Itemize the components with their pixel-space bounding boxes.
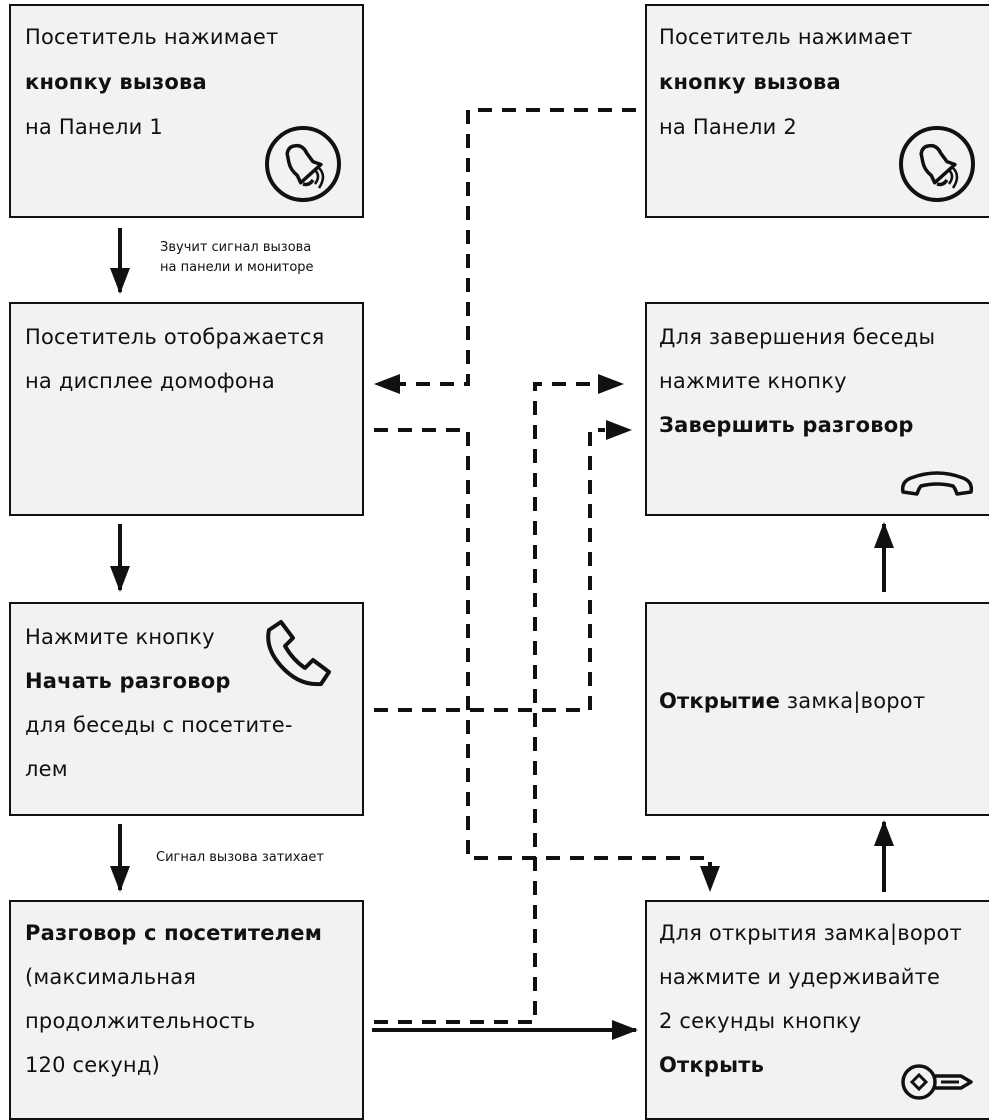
- display-line1: Посетитель отображается: [25, 325, 325, 349]
- opening-box: Открытие замка|ворот: [645, 602, 989, 816]
- dashed-panel2-to-display: [398, 108, 636, 386]
- bell-icon: [899, 126, 975, 202]
- panel1-call-box: Посетитель нажимает кнопку вызова на Пан…: [9, 4, 364, 218]
- start-line4: лем: [25, 757, 68, 781]
- key-icon: [901, 1064, 973, 1100]
- open-line3: 2 секунды кнопку: [659, 1009, 862, 1033]
- phone-handset-icon: [266, 620, 331, 687]
- hang-up-handset-icon: [900, 471, 974, 496]
- panel1-line3: на Панели 1: [25, 115, 163, 139]
- opening-bold: Открытие: [659, 689, 781, 713]
- talk-line2: (максимальная: [25, 965, 197, 989]
- ring-signal-note-line1: Звучит сигнал вызова: [160, 240, 312, 255]
- start-call-box: Нажмите кнопку Начать разговор для бесед…: [9, 602, 364, 816]
- panel2-line1: Посетитель нажимает: [659, 25, 913, 49]
- ring-signal-note-line2: на панели и мониторе: [160, 260, 314, 275]
- open-line1: Для открытия замка|ворот: [659, 921, 962, 945]
- talk-line3: продолжительность: [25, 1009, 256, 1033]
- signal-fade-note: Сигнал вызова затихает: [156, 850, 324, 865]
- opening-line: Открытие замка|ворот: [659, 680, 925, 722]
- talk-line4: 120 секунд): [25, 1053, 160, 1077]
- end-line1: Для завершения беседы: [659, 325, 936, 349]
- display-box: Посетитель отображается на дисплее домоф…: [9, 302, 364, 516]
- opening-rest: замка|ворот: [780, 689, 926, 713]
- open-line2: нажмите и удерживайте: [659, 965, 941, 989]
- talk-line1: Разговор с посетителем: [25, 921, 323, 945]
- dashed-display-to-open: [374, 428, 712, 870]
- open-lock-box: Для открытия замка|ворот нажмите и удерж…: [645, 900, 989, 1120]
- dashed-talk-to-end: [374, 382, 598, 1024]
- panel2-line3: на Панели 2: [659, 115, 797, 139]
- end-call-box: Для завершения беседы нажмите кнопку Зав…: [645, 302, 989, 516]
- arrowhead-end-2: [606, 420, 632, 440]
- arrowhead-display: [374, 374, 400, 394]
- bell-icon: [265, 126, 341, 202]
- talk-box: Разговор с посетителем (максимальная про…: [9, 900, 364, 1120]
- open-line4: Открыть: [659, 1053, 765, 1077]
- display-line2: на дисплее домофона: [25, 369, 275, 393]
- panel2-call-box: Посетитель нажимает кнопку вызова на Пан…: [645, 4, 989, 218]
- panel1-line1: Посетитель нажимает: [25, 25, 279, 49]
- start-line2: Начать разговор: [25, 669, 231, 693]
- arrowhead-open: [700, 866, 720, 892]
- dashed-start-to-end: [374, 428, 605, 712]
- panel1-line2: кнопку вызова: [25, 70, 207, 94]
- start-line3: для беседы с посетите-: [25, 713, 293, 737]
- end-line3: Завершить разговор: [659, 413, 914, 437]
- end-line2: нажмите кнопку: [659, 369, 847, 393]
- arrowhead-end-1: [598, 374, 624, 394]
- start-line1: Нажмите кнопку: [25, 625, 215, 649]
- panel2-line2: кнопку вызова: [659, 70, 841, 94]
